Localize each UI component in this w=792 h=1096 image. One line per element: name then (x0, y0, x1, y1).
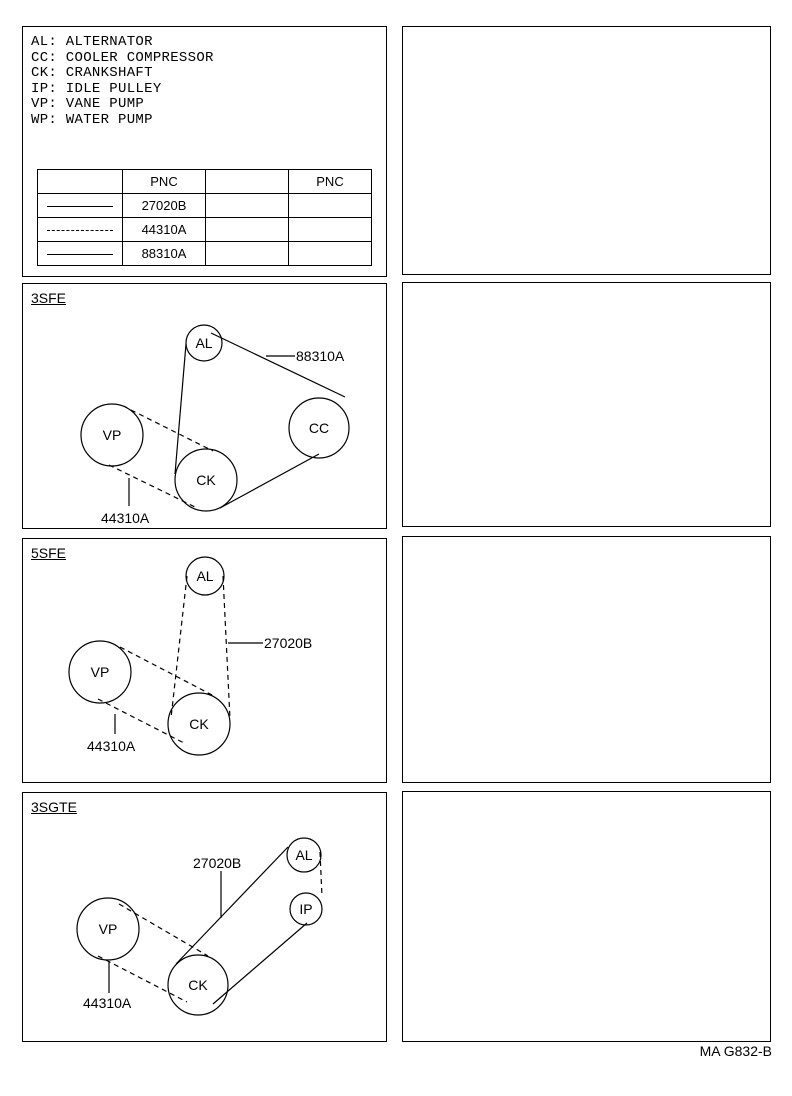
empty-panel (402, 26, 771, 275)
part-callout: 44310A (101, 510, 150, 526)
pulley-label-ck: CK (188, 977, 208, 993)
pulley-vp (80, 403, 144, 467)
table-header-cell: PNC (122, 169, 206, 194)
line-style-dashed (37, 217, 123, 242)
pnc-cell: 88310A (122, 241, 206, 266)
table-header-row: PNC PNC (37, 169, 372, 194)
part-callout: 44310A (83, 995, 132, 1011)
belt-27020b (170, 575, 231, 720)
part-callout: 27020B (264, 635, 312, 651)
part-callout: 44310A (87, 738, 136, 754)
diagram-panel-3sgte: 3SGTE VP CK AL IP 27020B 44310A (22, 792, 387, 1042)
pulley-al (286, 837, 322, 873)
engine-label: 5SFE (31, 545, 67, 561)
empty-cell (205, 217, 289, 242)
pulley-label-ip: IP (299, 901, 312, 917)
table-row: 44310A (37, 217, 372, 242)
empty-panel (402, 791, 771, 1042)
belt-88310a (174, 332, 346, 509)
pulley-label-ck: CK (196, 472, 216, 488)
legend-line: CK: CRANKSHAFT (31, 65, 153, 81)
line-style-solid (37, 193, 123, 218)
belt-diagram-5sfe: VP CK AL 27020B 44310A (68, 556, 312, 756)
empty-cell (205, 241, 289, 266)
line-style-solid (37, 241, 123, 266)
belt-diagram-3sfe: VP CK AL CC 88310A 44310A (80, 324, 350, 526)
part-callout: 88310A (296, 348, 345, 364)
pulley-ck (167, 954, 229, 1016)
table-header-cell: PNC (288, 169, 372, 194)
part-callout: 27020B (193, 855, 241, 871)
pulley-label-ck: CK (189, 716, 209, 732)
pulley-al (185, 324, 223, 362)
pnc-cell: 44310A (122, 217, 206, 242)
legend-line: VP: VANE PUMP (31, 96, 145, 112)
empty-panel (402, 536, 771, 783)
belt-44310a (97, 646, 215, 745)
table-header-cell (37, 169, 123, 194)
pulley-label-vp: VP (103, 427, 122, 443)
empty-cell (288, 193, 372, 218)
engine-label: 3SFE (31, 290, 67, 306)
belt-27020b (175, 846, 308, 1005)
pulley-vp (68, 640, 132, 704)
pulley-label-al: AL (196, 568, 213, 584)
belt-44310a (108, 409, 214, 508)
pnc-cell: 27020B (122, 193, 206, 218)
table-row: 88310A (37, 241, 372, 266)
empty-cell (288, 217, 372, 242)
pnc-table: PNC PNC 27020B 44310A 88310A (37, 169, 372, 266)
table-row: 27020B (37, 193, 372, 218)
pulley-label-vp: VP (99, 921, 118, 937)
belt-44310a (97, 851, 323, 1003)
diagram-panel-3sfe: 3SFE VP CK AL CC 88310A 443 (22, 283, 387, 529)
legend-line: WP: WATER PUMP (31, 111, 153, 128)
legend-panel: AL: ALTERNATOR CC: COOLER COMPRESSOR CK:… (22, 26, 387, 277)
pulley-label-al: AL (295, 847, 312, 863)
legend-line: CC: COOLER COMPRESSOR (31, 49, 214, 66)
table-header-cell (205, 169, 289, 194)
empty-cell (288, 241, 372, 266)
diagram-panel-5sfe: 5SFE VP CK AL 27020B 44310A (22, 538, 387, 783)
pulley-al (185, 556, 225, 596)
pulley-vp (76, 897, 140, 961)
pulley-label-vp: VP (91, 664, 110, 680)
empty-panel (402, 282, 771, 527)
pulley-ip (289, 892, 323, 926)
engine-label: 3SGTE (31, 799, 77, 815)
pulley-ck (174, 448, 238, 512)
empty-cell (205, 193, 289, 218)
pulley-label-al: AL (195, 335, 212, 351)
abbreviation-legend: AL: ALTERNATOR CC: COOLER COMPRESSOR CK:… (31, 34, 214, 128)
belt-diagram-3sgte: VP CK AL IP 27020B 44310A (76, 837, 323, 1016)
legend-line: AL: ALTERNATOR (31, 34, 153, 50)
legend-line: IP: IDLE PULLEY (31, 80, 162, 97)
pulley-label-cc: CC (309, 420, 329, 436)
pulley-ck (167, 692, 231, 756)
drawing-code: MA G832-B (699, 1043, 772, 1059)
pulley-cc (288, 397, 350, 459)
